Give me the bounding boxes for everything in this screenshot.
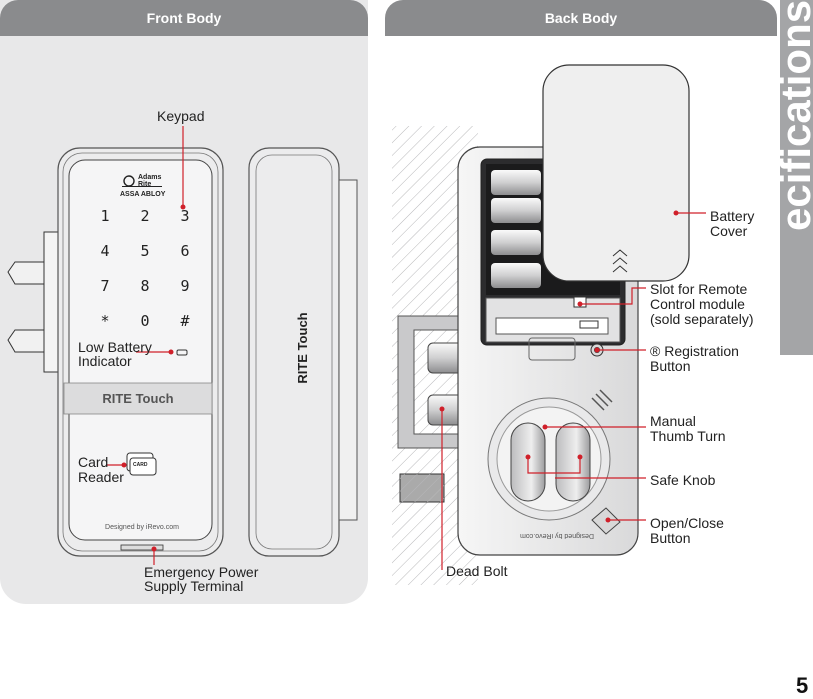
brand-group: ASSA ABLOY	[120, 191, 166, 198]
brand-bottom: Rite	[138, 181, 152, 188]
battery-cover	[542, 64, 690, 282]
front-body-title: Front Body	[0, 0, 368, 36]
keypad-grid: 1 2 3 4 5 6 7 8 9 * 0 #	[85, 207, 203, 330]
emergency-label-2: Supply Terminal	[144, 578, 244, 594]
key-hash[interactable]: #	[180, 312, 190, 330]
key-0[interactable]: 0	[140, 312, 150, 330]
key-7[interactable]: 7	[100, 277, 110, 295]
back-leader-lines	[439, 210, 706, 570]
page-number: 5	[796, 673, 809, 698]
registration-label-2: Button	[650, 358, 691, 374]
key-8[interactable]: 8	[140, 277, 150, 295]
specifications-tab: ecifications	[780, 0, 813, 355]
front-leader-lines	[106, 126, 186, 565]
side-model-text: RITE Touch	[295, 312, 310, 384]
key-9[interactable]: 9	[180, 277, 190, 295]
slot-label-3: (sold separately)	[650, 311, 754, 327]
slot-label-2: Control module	[650, 296, 745, 312]
front-designer-text: Designed by iRevo.com	[105, 524, 179, 531]
side-lock-view	[248, 147, 358, 557]
key-star[interactable]: *	[100, 312, 110, 330]
key-6[interactable]: 6	[180, 242, 190, 260]
key-5[interactable]: 5	[140, 242, 150, 260]
back-designer-text: Designed by iRevo.com	[520, 532, 594, 539]
slot-label-1: Slot for Remote	[650, 281, 748, 297]
manual-label-1: Manual	[650, 413, 696, 429]
safe-knob-label: Safe Knob	[650, 472, 716, 488]
key-1[interactable]: 1	[100, 207, 110, 225]
open-close-label-2: Button	[650, 530, 691, 546]
key-4[interactable]: 4	[100, 242, 110, 260]
open-close-label-1: Open/Close	[650, 515, 724, 531]
card-reader-label-1: Card	[78, 454, 109, 470]
keypad-label: Keypad	[157, 108, 205, 124]
battery-cover-label-1: Battery	[710, 208, 755, 224]
manual-label-2: Thumb Turn	[650, 428, 726, 444]
card-reader-label-2: Reader	[78, 469, 124, 485]
low-battery-label-1: Low Battery	[78, 339, 152, 355]
registration-label-1: ® Registration	[650, 343, 739, 359]
low-battery-label-2: Indicator	[78, 353, 132, 369]
battery-cover-label-2: Cover	[710, 223, 748, 239]
key-3[interactable]: 3	[180, 207, 190, 225]
brand-top: Adams	[138, 174, 162, 181]
dead-bolt-label: Dead Bolt	[446, 563, 508, 579]
key-2[interactable]: 2	[140, 207, 150, 225]
emergency-label-1: Emergency Power	[144, 564, 259, 580]
model-band-text: RITE Touch	[102, 391, 174, 406]
card-icon-text: CARD	[133, 462, 148, 468]
back-body-title: Back Body	[385, 0, 777, 36]
